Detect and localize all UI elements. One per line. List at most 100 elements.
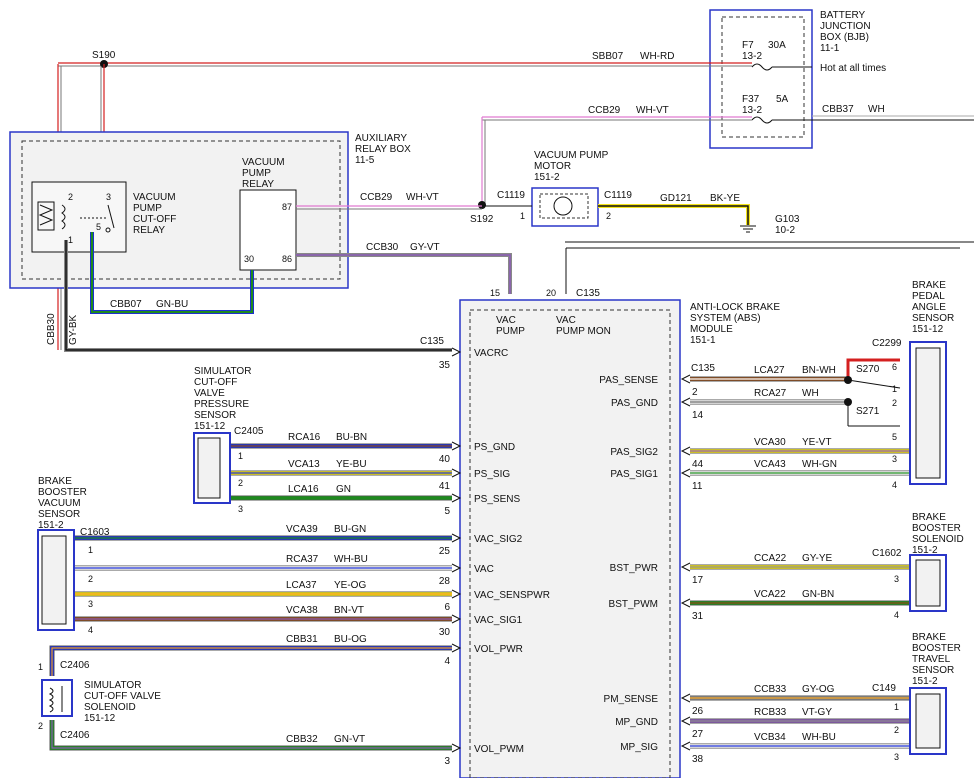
cbb30-color: GY-BK [68, 314, 79, 345]
abs-pin-number: 2 [692, 387, 698, 398]
wire-color-label: BU-GN [334, 524, 366, 535]
sim-sensor-title-5: SENSOR [194, 410, 236, 421]
wire-circuit-label: RCA16 [288, 432, 321, 443]
abs-pin-number: 4 [444, 656, 450, 667]
splice-s190: S190 [92, 50, 116, 61]
cbb07-circuit: CBB07 [110, 299, 142, 310]
abs-pin-15: 15 [490, 288, 500, 298]
cutoff-relay-box [31, 181, 127, 253]
solenoid-coil-icon [48, 687, 54, 713]
wire-cbb31 [50, 646, 452, 676]
abs-pin-number: 17 [692, 575, 704, 586]
ground-icon [740, 225, 756, 233]
wire-cbb32 [50, 720, 452, 750]
sim-sensor-title-6: 151-12 [194, 421, 226, 432]
wire-color-label: BU-BN [336, 432, 367, 443]
pas-pin-3: 3 [892, 454, 897, 464]
wire-circuit-label: LCA27 [754, 365, 785, 376]
splice-s192: S192 [470, 214, 494, 225]
wire-circuit-label: RCA27 [754, 388, 787, 399]
cbb37-circuit: CBB37 [822, 104, 854, 115]
pas-title-1: BRAKE [912, 280, 946, 291]
abs-pin-label-vac_sig1: VAC_SIG1 [474, 615, 523, 626]
abs-pin-number: 3 [444, 756, 450, 767]
wire-color-label: YE-VT [802, 437, 831, 448]
abs-pin-label-mp_gnd: MP_GND [615, 717, 658, 728]
connector-arrow [451, 743, 462, 753]
ts-pin-1: 1 [894, 702, 899, 712]
sim-sensor-title-4: PRESSURE [194, 399, 249, 410]
ccb29-relay-wire: CCB29 WH-VT [296, 192, 482, 210]
sim-sensor-title-1: SIMULATOR [194, 366, 251, 377]
connector-arrow [680, 693, 691, 703]
aux-relay-title-3: 11-5 [355, 155, 375, 166]
sim-sensor-title-2: CUT-OFF [194, 377, 237, 388]
cbb07-color: GN-BU [156, 299, 188, 310]
fuse-f37-amp: 5A [776, 94, 789, 105]
pas-pin-1: 1 [892, 384, 897, 394]
ground-ref: 10-2 [775, 225, 795, 236]
fuse-f37-ref: 13-2 [742, 105, 762, 116]
wire-circuit-label: VCA38 [286, 605, 318, 616]
wire-circuit-label: LCA37 [286, 580, 317, 591]
wire-outline [49, 720, 452, 751]
wire-circuit-label: VCA13 [288, 459, 320, 470]
motor-title-1: VACUUM PUMP [534, 150, 609, 161]
bsol-title-2: BOOSTER [912, 523, 961, 534]
abs-pin-label-pas_sense: PAS_SENSE [599, 375, 658, 386]
pas-conn: C2299 [872, 338, 902, 349]
booster-solenoid: BRAKE BOOSTER SOLENOID 151-2 C1602 3 4 [872, 512, 964, 620]
abs-pin-20: 20 [546, 288, 556, 298]
connector-arrow [451, 533, 462, 543]
pas-title-5: 151-12 [912, 324, 944, 335]
splice-s271: S271 [856, 406, 880, 417]
abs-conn-c135-right: C135 [691, 363, 715, 374]
sbb07-circuit: SBB07 [592, 51, 624, 62]
simulator-solenoid: 1 C2406 2 C2406 SIMULATOR CUT-OFF VALVE … [38, 660, 161, 741]
ts-title-2: BOOSTER [912, 643, 961, 654]
wire-color-label: WH-BU [802, 732, 836, 743]
connector-arrow [680, 468, 691, 478]
motor-pin-1: 1 [520, 211, 525, 221]
abs-pin-number: 30 [439, 627, 451, 638]
ts-title-3: TRAVEL [912, 654, 951, 665]
abs-pin-number: 31 [692, 611, 704, 622]
abs-pin-label-vac_senspwr: VAC_SENSPWR [474, 590, 550, 601]
sol-title-2: CUT-OFF VALVE [84, 691, 161, 702]
cutoff-pin-2: 2 [68, 192, 73, 202]
ccb29-top-color: WH-VT [636, 105, 669, 116]
abs-pin-number: 38 [692, 754, 704, 765]
cbb30-wire: CBB30 GY-BK [46, 240, 452, 352]
ts-title-1: BRAKE [912, 632, 946, 643]
ccb30-circuit: CCB30 [366, 242, 399, 253]
abs-pin-label-pas_sig2: PAS_SIG2 [610, 447, 658, 458]
aux-relay-title-2: RELAY BOX [355, 144, 411, 155]
connector-arrow [680, 446, 691, 456]
abs-right-pins: PAS_SENSE2PAS_GND14PAS_SIG244PAS_SIG111B… [599, 374, 704, 765]
ts-pin-2: 2 [894, 725, 899, 735]
abs-pin-number: 5 [444, 506, 450, 517]
abs-pin-label-vac: VAC [474, 564, 494, 575]
connector-arrow [451, 563, 462, 573]
motor-pin-2: 2 [606, 211, 611, 221]
bvs-title-1: BRAKE [38, 476, 72, 487]
wire-color-label: GN [336, 484, 351, 495]
ts-title-4: SENSOR [912, 665, 954, 676]
bjb-title-4: 11-1 [820, 43, 840, 54]
bvs-title-5: 151-2 [38, 520, 64, 531]
ts-title-5: 151-2 [912, 676, 938, 687]
ground-g103: G103 [775, 214, 800, 225]
sbb07-color: WH-RD [640, 51, 674, 62]
wire-circuit-label: RCA37 [286, 554, 319, 565]
hot-at-all-times-label: Hot at all times [820, 63, 886, 74]
wire-color-label: VT-GY [802, 707, 832, 718]
pedal-angle-sensor: BRAKE PEDAL ANGLE SENSOR 151-12 C2299 6 … [844, 280, 954, 490]
bvs-pin-3: 3 [88, 599, 93, 609]
wire-circuit-label: CBB31 [286, 634, 318, 645]
relay-coil-icon [37, 201, 55, 231]
wire-color-label: YE-OG [334, 580, 366, 591]
bsol-pin-4: 4 [894, 610, 899, 620]
abs-pin-label-vol_pwr: VOL_PWR [474, 644, 523, 655]
bjb-title-3: BOX (BJB) [820, 32, 869, 43]
wire-circuit-label: RCB33 [754, 707, 787, 718]
